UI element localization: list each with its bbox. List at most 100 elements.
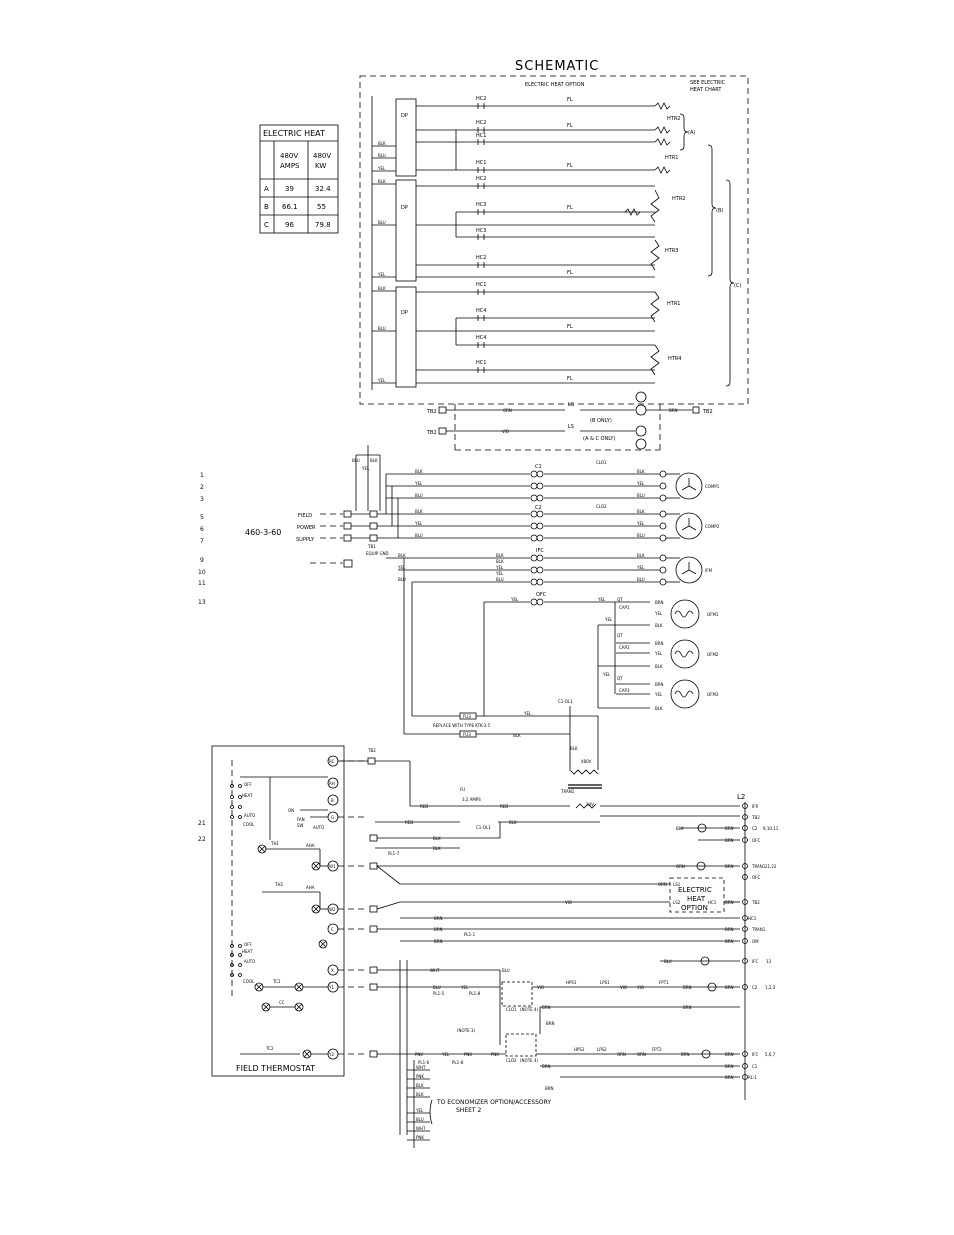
wire-label: BLK <box>370 458 378 463</box>
line-number: 3 <box>200 496 204 503</box>
l2-label: TRAN1 <box>751 927 766 932</box>
wire-label: YEL <box>636 521 645 526</box>
note-label: (NOTE 3) <box>457 1028 475 1033</box>
schematic-title: SCHEMATIC <box>515 59 599 74</box>
wire-label: BRN <box>545 1086 554 1091</box>
wire-label: YEL <box>636 481 645 486</box>
switch-label: OFF <box>244 942 252 947</box>
wire-label: VIO <box>620 985 627 990</box>
qt-label: QT <box>617 633 623 638</box>
ls-label: LS <box>568 424 574 430</box>
field-thermostat: FIELD THERMOSTAT RC RH B G W1 W2 C X Y1 … <box>211 745 368 1077</box>
th1-label: TH1 <box>270 841 279 846</box>
control-transformer: FU3 FU3 REPLACE WITH TYPE KTK-3.5 YEL BL… <box>403 558 602 809</box>
power-supply: FIELD POWER SUPPLY 460-3-60 TB1 EQUIP GN… <box>245 445 389 568</box>
replace-note: REPLACE WITH TYPE KTK-3.5 <box>433 723 490 728</box>
heat-row-amps: 96 <box>285 221 294 229</box>
fuse-link-label: FL <box>567 205 573 211</box>
fpt1-label: FPT1 <box>659 980 669 985</box>
wire-label: PNK <box>464 1052 472 1057</box>
wire-label: BLU <box>637 533 645 538</box>
wire-label: BLU <box>415 533 423 538</box>
line-number: 7 <box>200 538 204 545</box>
l2-ref: 9,10,11 <box>763 826 779 831</box>
ofc-label: OFC <box>536 592 547 598</box>
wire-label: BLK <box>433 836 441 841</box>
wire-label: YEL <box>523 711 532 716</box>
l2-label: OFC <box>752 838 760 843</box>
l2-label: TRAN1 <box>751 864 766 869</box>
ofm2-motor-icon <box>670 639 700 669</box>
tb2-label: TB2 <box>702 409 713 415</box>
wire-label: WHT <box>430 968 440 973</box>
dp-label: DP <box>401 310 408 316</box>
terminal-label: RC <box>329 759 335 764</box>
ofm1-label: OFM1 <box>707 612 719 617</box>
ofm3-label: OFM3 <box>707 692 719 697</box>
wire-label: YEL <box>414 481 423 486</box>
tc1-label: TC1 <box>272 979 281 984</box>
pl-label: PL1-8 <box>469 991 481 996</box>
l2-title: L2 <box>737 793 745 801</box>
see-chart-line2: HEAT CHART <box>690 87 722 93</box>
wire-label: BRN <box>434 927 443 932</box>
note-label: (NOTE 4) <box>520 1058 538 1063</box>
wire-label: BLU <box>637 493 645 498</box>
pl-label: PL1-8 <box>452 1060 464 1065</box>
electric-heat-table: ELECTRIC HEAT 480V AMPS 480V KW A 39 32.… <box>259 124 339 234</box>
wire-label: BLK <box>655 706 663 711</box>
tran1-label: TRAN1 <box>560 789 575 794</box>
l2-label: RL-1 <box>748 1075 757 1080</box>
heat-table-title: ELECTRIC HEAT <box>263 129 325 138</box>
fuse-label: FU3 <box>463 732 471 737</box>
pl-label: PL1-5 <box>433 991 445 996</box>
tb2-label: TB2 <box>426 409 437 415</box>
tb1-label: TB1 <box>367 544 376 549</box>
supply-field-label: FIELD <box>298 513 312 519</box>
heat-group-label: (C) <box>734 283 741 289</box>
contactor-label: HC3 <box>476 228 486 234</box>
hps1-label: HPS1 <box>566 980 577 985</box>
qt-label: QT <box>617 676 623 681</box>
contactor-label: HC1 <box>476 282 486 288</box>
heat-row-kw: 32.4 <box>315 185 331 193</box>
wire-label: BRN <box>542 1005 551 1010</box>
see-chart-line1: SEE ELECTRIC <box>690 80 726 86</box>
contactor-label: HC2 <box>476 120 486 126</box>
wire-label: RED <box>420 804 428 809</box>
ifm-motor-icon <box>675 556 703 584</box>
heater-label: HTR1 <box>665 155 678 161</box>
dp-label: DP <box>401 205 408 211</box>
wire-label: BLU <box>378 326 386 331</box>
wire-label: BRN <box>542 1064 551 1069</box>
wire-label: BLU <box>664 959 672 964</box>
cap3-label: CAP3 <box>619 688 630 693</box>
cap2-label: CAP2 <box>619 645 630 650</box>
fuse-link-label: FL <box>567 163 573 169</box>
fpt2-label: FPT2 <box>652 1047 662 1052</box>
wire-label: BLK <box>676 826 684 831</box>
tc2-label: TC2 <box>265 1046 274 1051</box>
terminal-label: W1 <box>329 864 336 869</box>
terminal-label: Y2 <box>328 1052 334 1057</box>
l2-ref: 13 <box>766 959 772 964</box>
wire-label: ORN <box>503 408 512 413</box>
wire-label: YEL <box>495 565 504 570</box>
heater-supply-bus: BLK BLU YEL BLK BLU YEL BLK BLU YEL <box>371 96 396 390</box>
wire-label: ORN <box>617 1052 626 1057</box>
c1-ol1-label: C1-OL1 <box>558 699 573 704</box>
wire-label: BLK <box>655 664 663 669</box>
terminal-label: B <box>331 798 334 803</box>
thermostat-title: FIELD THERMOSTAT <box>236 1064 315 1073</box>
elec-heat-label: OPTION <box>681 904 708 912</box>
heat-group-label: (B) <box>716 208 723 214</box>
heat-group-label: (A) <box>688 130 695 136</box>
heater-label: HTR3 <box>665 248 678 254</box>
wire-label: BRN <box>655 641 664 646</box>
supply-supply-label: SUPPLY <box>296 537 315 543</box>
wire-label: VIO <box>565 900 572 905</box>
amps-label: 3.2 AMPS <box>462 797 481 802</box>
wire-label: BLK <box>513 733 521 738</box>
contactor-label: HC2 <box>476 96 486 102</box>
fuse-label: FU3 <box>463 714 471 719</box>
